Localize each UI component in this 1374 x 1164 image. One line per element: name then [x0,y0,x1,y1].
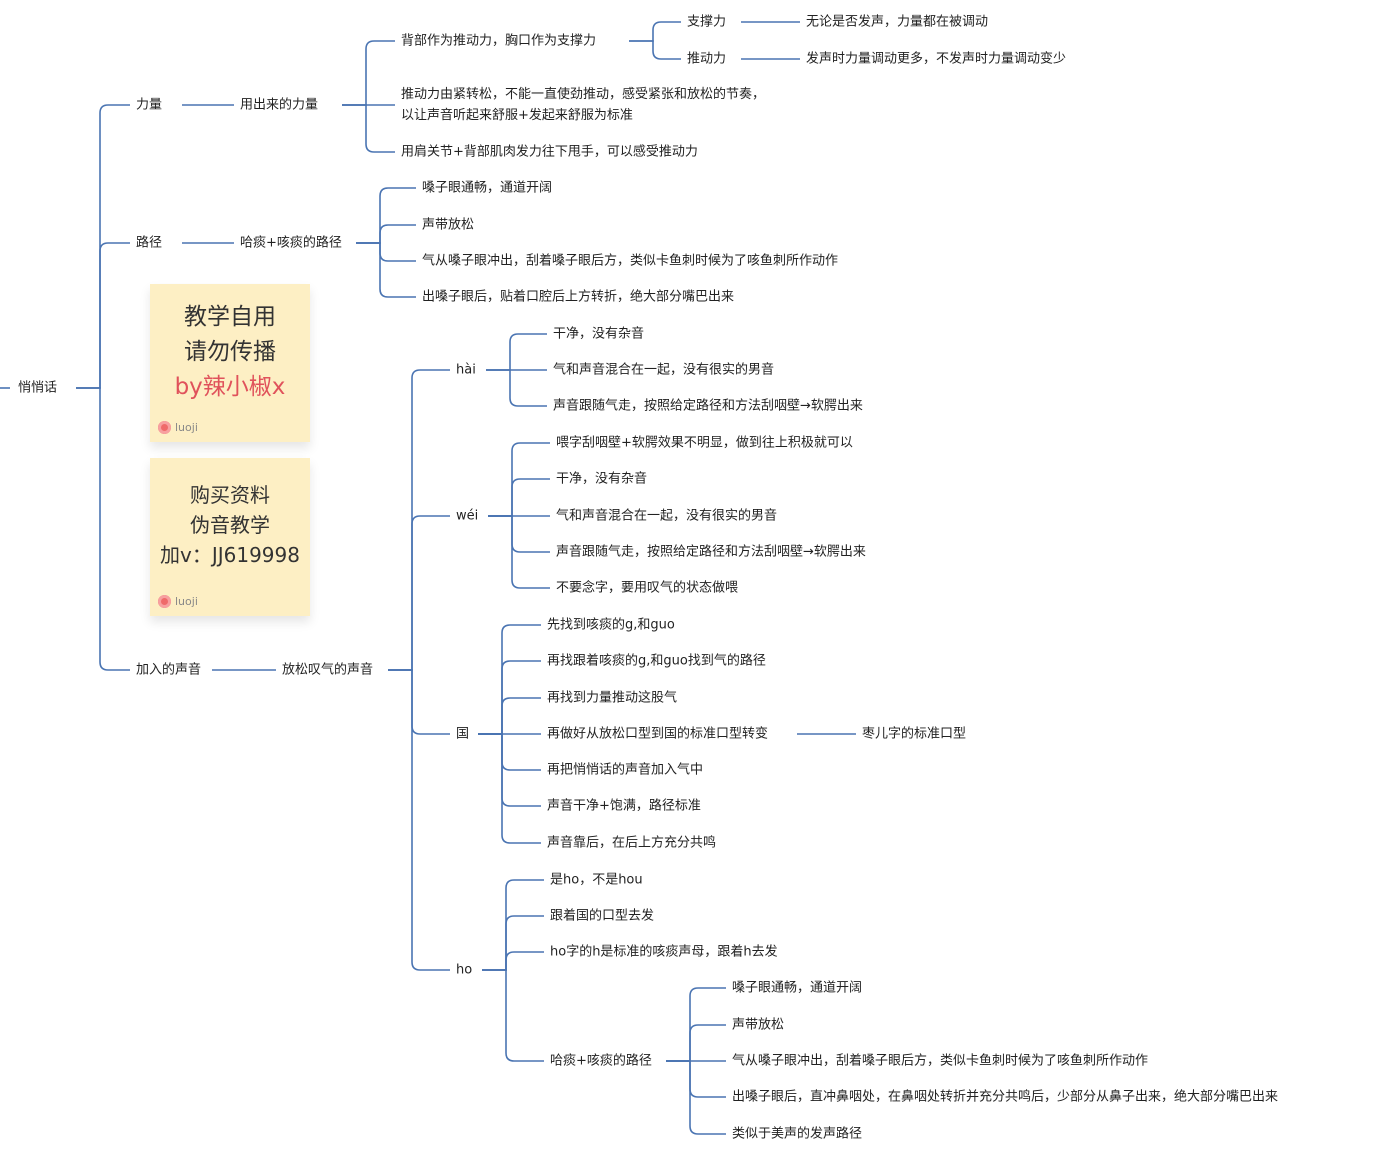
connector-line [488,442,550,517]
mindmap-topic[interactable]: hài [456,362,476,378]
connector-line [356,187,416,244]
connector-line [76,387,130,671]
mindmap-topic[interactable]: 出嗓子眼后，贴着口腔后上方转折，绝大部分嘴巴出来 [422,289,735,305]
mindmap-topic[interactable]: 加入的声音 [136,662,202,678]
mindmap-topic[interactable]: 再做好从放松口型到国的标准口型转变 [547,726,769,742]
mindmap-topic[interactable]: 声带放松 [422,217,475,233]
mindmap-topic[interactable]: 哈痰+咳痰的路径 [550,1053,652,1069]
mindmap-topic[interactable]: 哈痰+咳痰的路径 [240,235,342,251]
connector-line [478,733,541,771]
mindmap-topic[interactable]: 先找到咳痰的g,和guo [547,617,675,633]
mindmap-topic[interactable]: wéi [456,508,479,524]
connector-line [666,1060,726,1135]
mindmap-topic[interactable]: ho [456,962,473,978]
connector-line [356,242,416,298]
note-line: 购买资料 [190,483,270,507]
luoji-logo-icon [158,421,171,434]
connector-line [666,987,726,1062]
mindmap-topic[interactable]: 喂字刮咽壁+软腭效果不明显，做到往上积极就可以 [556,435,853,451]
mindmap-topic[interactable]: 出嗓子眼后，直冲鼻咽处，在鼻咽处转折并充分共鸣后，少部分从鼻子出来，绝大部分嘴巴… [732,1089,1279,1105]
connector-line [356,242,416,262]
note-line: 教学自用 [184,304,276,330]
mindmap-topic[interactable]: 再把悄悄话的声音加入气中 [547,762,704,778]
connector-line [488,515,550,589]
connector-line [629,21,681,42]
mindmap-topic[interactable]: 嗓子眼通畅，通道开阔 [732,980,863,996]
connector-line [486,333,547,371]
luoji-logo-icon [158,595,171,608]
connector-line [478,660,541,735]
mindmap-topic[interactable]: 声音干净+饱满，路径标准 [547,798,701,814]
mindmap-topic[interactable]: 声带放松 [732,1017,785,1033]
mindmap-topic[interactable]: 声音跟随气走，按照给定路径和方法刮咽壁→软腭出来 [556,544,866,560]
mindmap-topic[interactable]: 力量 [136,97,163,113]
mindmap-topic[interactable]: 声音跟随气走，按照给定路径和方法刮咽壁→软腭出来 [553,398,863,414]
connector-line [388,669,450,735]
connector-line [478,733,541,844]
connector-line [666,1060,726,1098]
mindmap-topic[interactable]: 再找到力量推动这股气 [547,690,678,706]
mindmap-topic[interactable]: 跟着国的口型去发 [550,908,655,924]
mindmap-topic[interactable]: 路径 [136,235,163,251]
sticky-note-purchase: 购买资料 伪音教学 加v：JJ619998 luoji [150,458,310,616]
mindmap-topic[interactable]: 类似于美声的发声路径 [732,1126,863,1142]
connector-line [482,969,544,1062]
mindmap-topic[interactable]: 干净，没有杂音 [556,471,648,487]
mindmap-topic[interactable]: 干净，没有杂音 [553,326,645,342]
connector-line [482,915,544,971]
connector-line [666,1024,726,1062]
connector-line [388,515,450,671]
connector-line [488,515,550,553]
brand-badge: luoji [158,595,198,608]
connector-line [478,697,541,735]
mindmap-topic[interactable]: 不要念字，要用叹气的状态做喂 [556,580,739,596]
brand-label: luoji [175,421,198,434]
mindmap-topic[interactable]: 声音靠后，在后上方充分共鸣 [547,835,717,851]
connector-line [482,879,544,971]
mindmap-topic[interactable]: 是ho，不是hou [550,872,643,888]
connector-line [388,669,450,971]
mindmap-topic[interactable]: 用肩关节+背部肌肉发力往下甩手，可以感受推动力 [401,144,698,160]
note-line: 伪音教学 [190,513,270,537]
mindmap-topic[interactable]: 推动力由紧转松，不能一直使劲推动，感受紧张和放松的节奏，以让声音听起来舒服+发起… [401,87,766,123]
mindmap-topic[interactable]: 放松叹气的声音 [282,662,374,678]
mindmap-root-topic[interactable]: 悄悄话 [18,380,58,396]
sticky-note-teaching: 教学自用 请勿传播 by辣小椒x luoji [150,284,310,442]
mindmap-topic[interactable]: 无论是否发声，力量都在被调动 [806,14,989,30]
mindmap-topic[interactable]: 嗓子眼通畅，通道开阔 [422,180,553,196]
connector-line [76,104,130,389]
mindmap-topic[interactable]: 气和声音混合在一起，没有很实的男音 [553,362,775,378]
note-contact-line: 加v：JJ619998 [160,543,300,567]
connector-line [342,104,395,153]
connector-line [76,242,130,389]
mindmap-topic[interactable]: 国 [456,726,470,742]
mindmap-topic[interactable]: 再找跟着咳痰的g,和guo找到气的路径 [547,653,766,669]
mindmap-topic[interactable]: 气和声音混合在一起，没有很实的男音 [556,508,778,524]
note-line: 请勿传播 [184,339,276,365]
connector-line [486,369,547,407]
mindmap-topic[interactable]: 背部作为推动力，胸口作为支撑力 [401,33,597,49]
brand-badge: luoji [158,421,198,434]
mindmap-topic[interactable]: 枣儿字的标准口型 [862,726,967,742]
connector-line [629,40,681,60]
mindmap-topic[interactable]: 气从嗓子眼冲出，刮着嗓子眼后方，类似卡鱼刺时候为了咳鱼刺所作动作 [732,1053,1149,1069]
connector-line [488,478,550,517]
mindmap-topic[interactable]: 推动力 [687,51,727,67]
mindmap-topic[interactable]: 支撑力 [687,14,727,30]
connector-line [342,40,395,106]
mindmap-topic[interactable]: 发声时力量调动更多，不发声时力量调动变少 [806,51,1067,67]
mindmap-topic[interactable]: 气从嗓子眼冲出，刮着嗓子眼后方，类似卡鱼刺时候为了咳鱼刺所作动作 [422,253,839,269]
connector-line [388,369,450,671]
brand-label: luoji [175,595,198,608]
note-author-line: by辣小椒x [174,374,286,400]
mindmap-topic[interactable]: ho字的h是标准的咳痰声母，跟着h去发 [550,944,778,960]
connector-line [478,624,541,735]
mindmap-topic[interactable]: 用出来的力量 [240,97,319,113]
connector-line [482,951,544,971]
connector-line [356,224,416,244]
